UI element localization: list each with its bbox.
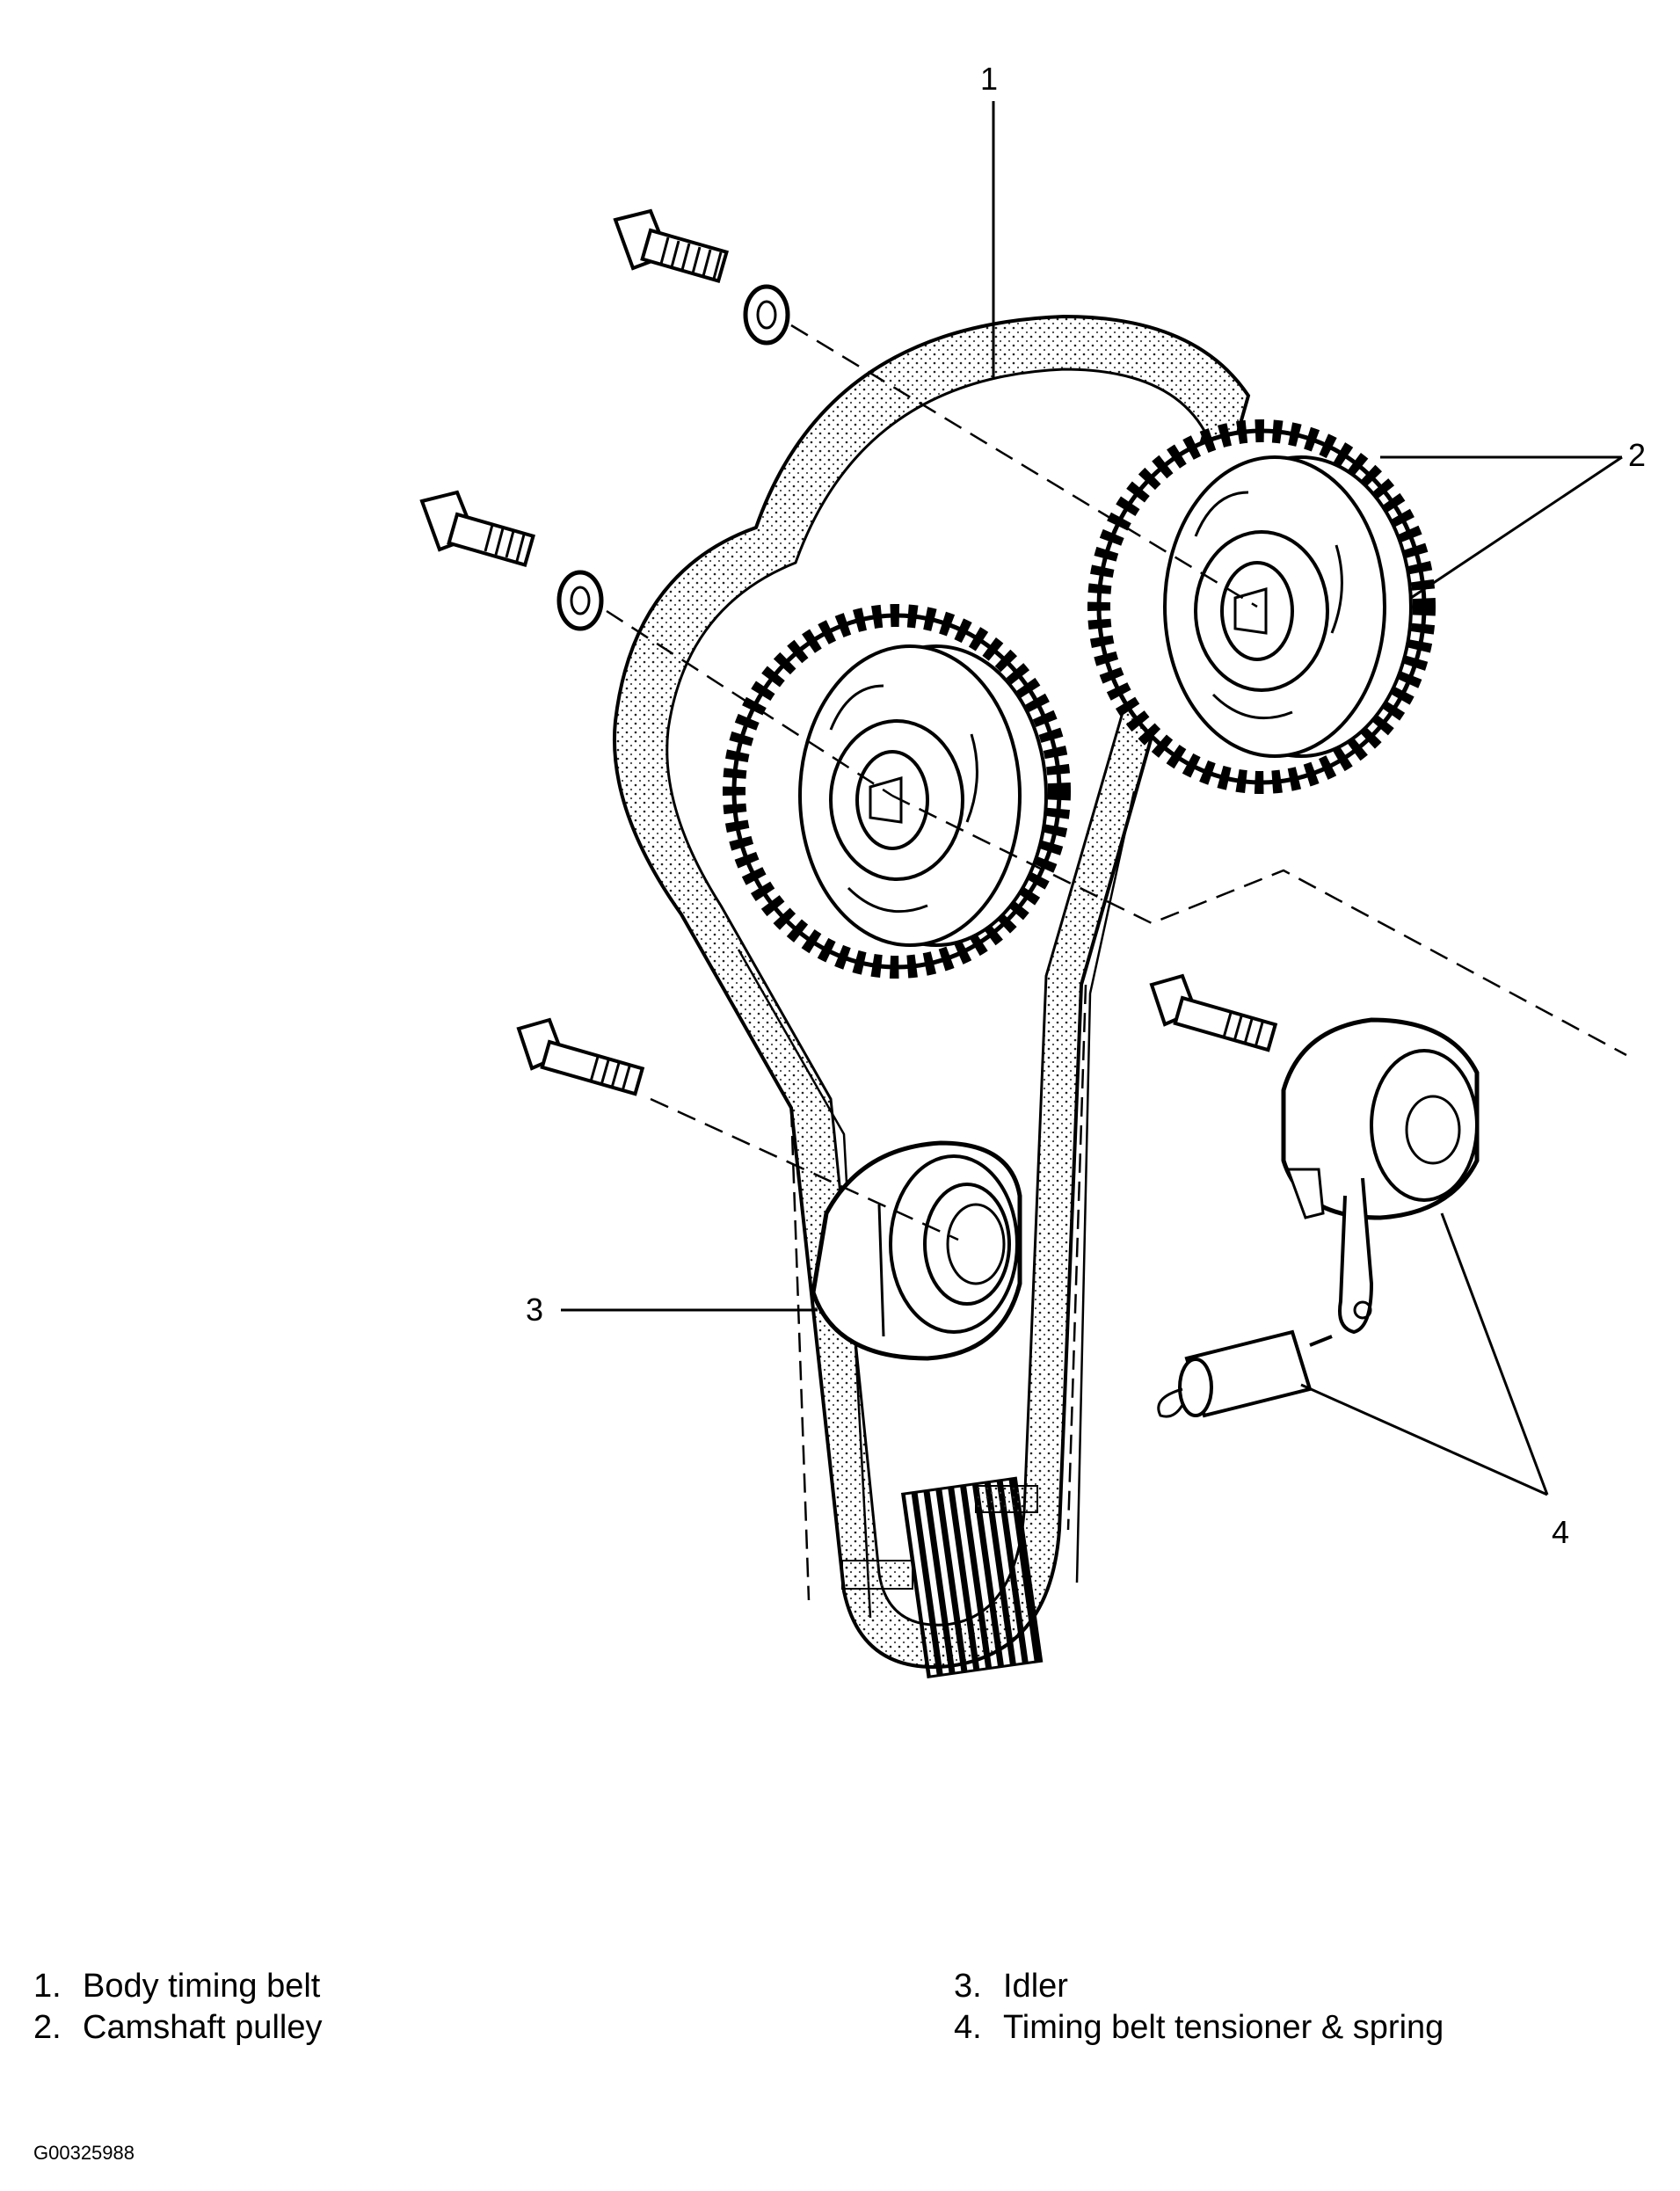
legend-text: Camshaft pulley (83, 2009, 323, 2046)
spring (1157, 1329, 1333, 1418)
legend-number: 4. (954, 2009, 982, 2046)
bolt-icon (419, 490, 535, 567)
legend-number: 1. (33, 1968, 62, 2005)
tensioner (1281, 1017, 1480, 1335)
legend-item-1: 1. Body timing belt (33, 1969, 320, 2003)
legend-text: Body timing belt (83, 1968, 321, 2005)
figure-id: G00325988 (33, 2142, 135, 2164)
legend-number: 3. (954, 1968, 982, 2005)
leader-lines (561, 101, 1623, 1496)
legend-text: Idler (1003, 1968, 1068, 2005)
legend-item-3: 3. Idler (954, 1969, 1068, 2003)
callout-3: 3 (526, 1292, 544, 1328)
assembly-axes (606, 324, 1627, 1241)
legend-number: 2. (33, 2009, 62, 2046)
legend-item-4: 4. Timing belt tensioner & spring (954, 2011, 1444, 2044)
bolt-icon (516, 1017, 645, 1096)
camshaft-pulley-right (1087, 419, 1436, 794)
legend-item-2: 2. Camshaft pulley (33, 2011, 322, 2044)
callout-1: 1 (980, 61, 999, 97)
idler (811, 1140, 1022, 1361)
callout-4: 4 (1552, 1514, 1570, 1550)
bolt-icon (613, 208, 729, 283)
callout-2: 2 (1628, 437, 1647, 473)
washer-icon (756, 300, 777, 330)
washer-icon (570, 586, 591, 615)
legend-text: Timing belt tensioner & spring (1003, 2009, 1444, 2046)
camshaft-pulley-left (723, 604, 1071, 979)
bolt-icon (1149, 973, 1278, 1052)
